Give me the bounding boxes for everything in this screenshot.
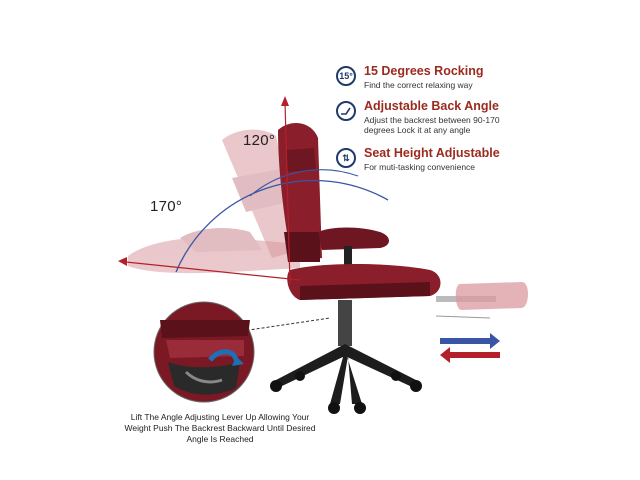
feature-title: Adjustable Back Angle (364, 99, 499, 113)
recline-arc-120 (249, 169, 359, 197)
upright-angle-arrow (281, 96, 291, 285)
feature-seat-height: ⇅ Seat Height Adjustable For muti-taskin… (336, 146, 636, 180)
angle-label-120: 120° (243, 132, 276, 149)
back-angle-icon (336, 101, 356, 121)
height-adjust-icon: ⇅ (336, 148, 356, 168)
callout-pointer (221, 317, 331, 335)
slide-direction-icon (440, 333, 500, 363)
feature-desc: Find the correct relaxing way (364, 80, 473, 90)
angle-label-170: 170° (150, 198, 183, 215)
lever-zoom-callout (153, 301, 255, 403)
rocking-15-icon: 15° (336, 66, 356, 86)
feature-desc: For muti-tasking convenience (364, 162, 476, 172)
feature-title: 15 Degrees Rocking (364, 64, 484, 78)
lever-caption: Lift The Angle Adjusting Lever Up Allowi… (124, 412, 316, 444)
feature-list: 15° 15 Degrees Rocking Find the correct … (336, 64, 636, 181)
recline-arc-170 (175, 179, 389, 273)
reclined-angle-arrow (118, 257, 301, 281)
feature-title: Seat Height Adjustable (364, 146, 500, 160)
feature-desc: Adjust the backrest between 90-170 degre… (364, 115, 500, 135)
chair-base (270, 300, 422, 414)
armrest (318, 227, 389, 276)
feature-back-angle: Adjustable Back Angle Adjust the backres… (336, 99, 636, 145)
reclined-backrest-ghost (128, 228, 300, 274)
seat (287, 264, 441, 300)
feature-rocking: 15° 15 Degrees Rocking Find the correct … (336, 64, 636, 98)
footrest (435, 282, 528, 319)
